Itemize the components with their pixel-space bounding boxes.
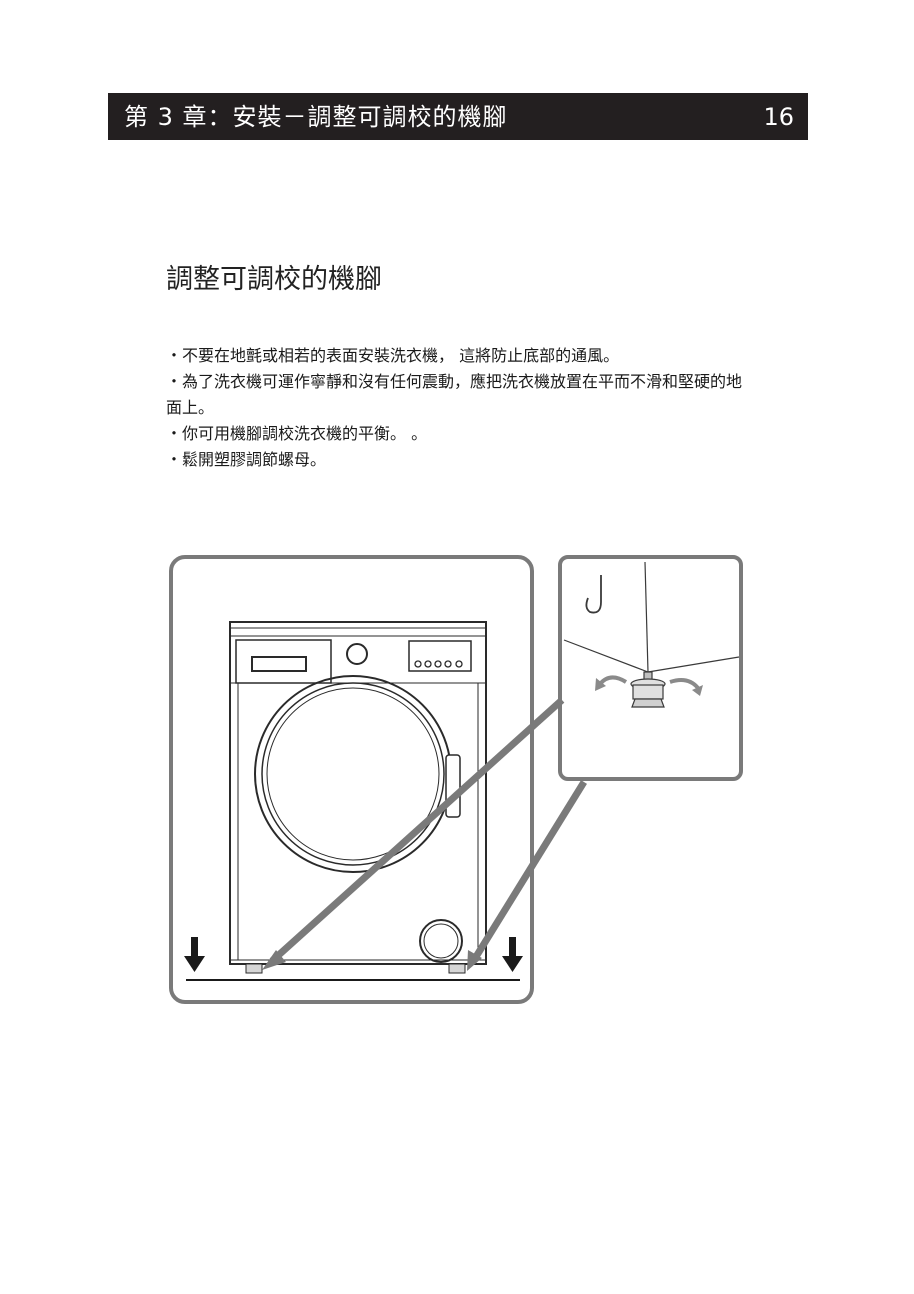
main-figure-frame [171,557,532,1002]
instruction-item: ・鬆開塑膠調節螺母。 [166,447,756,473]
adjustable-foot-detail [564,562,739,707]
down-arrow-left-icon [184,937,205,972]
washing-machine-drawing [230,622,486,973]
section-title: 調整可調校的機腳 [166,262,382,298]
instruction-item: ・為了洗衣機可運作寧靜和沒有任何震動，應把洗衣機放置在平而不滑和堅硬的地面上。 [166,369,756,421]
instruction-list: ・不要在地氈或相若的表面安裝洗衣機， 這將防止底部的通風。 ・為了洗衣機可運作寧… [166,343,756,473]
pointer-arrow-left [262,700,562,970]
detail-inset-frame [560,557,741,779]
pointer-arrow-right [467,782,584,971]
page-number: 16 [763,102,794,132]
instruction-item: ・不要在地氈或相若的表面安裝洗衣機， 這將防止底部的通風。 [166,343,756,369]
chapter-title: 第 3 章：安裝－調整可調校的機腳 [124,102,508,132]
chapter-header-bar: 第 3 章：安裝－調整可調校的機腳 16 [108,93,808,140]
instruction-item: ・你可用機腳調校洗衣機的平衡。 。 [166,421,756,447]
down-arrow-right-icon [502,937,523,972]
